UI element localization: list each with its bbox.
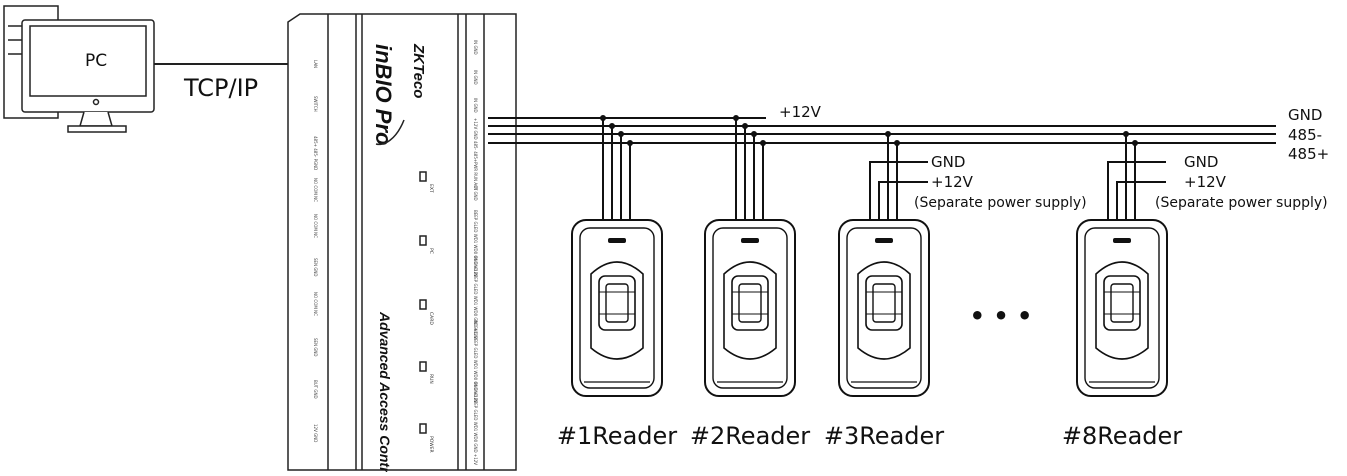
right-port-in-4: IN GND <box>473 186 478 201</box>
reader-2-junction-2 <box>751 131 757 137</box>
reader-3-junction-2 <box>885 131 891 137</box>
left-port-switch: SWITCH <box>313 96 318 112</box>
controller-subtitle: Advanced Access Control <box>377 311 393 472</box>
reader-3-bezel <box>846 227 922 389</box>
left-port-relay-3: NO COM NC <box>313 292 318 316</box>
readers-layer <box>571 115 1168 397</box>
reader-2-junction-3 <box>760 140 766 146</box>
reader-1-junction-3 <box>627 140 633 146</box>
reader-8-label: #8Reader <box>1062 422 1182 450</box>
left-port-relay-2: NO COM NC <box>313 214 318 238</box>
right-port-wiegand-1: BEEP GLED WD1 WD0 GND +12V <box>473 210 478 277</box>
led-label-card: CARD <box>428 312 434 325</box>
reader-2-sensor-glass <box>738 283 762 323</box>
bus-gnd-label: GND <box>1288 106 1322 124</box>
reader-3-label: #3Reader <box>824 422 944 450</box>
tcpip-label: TCP/IP <box>183 74 258 102</box>
product-swoosh <box>375 119 405 146</box>
led-label-run: RUN <box>428 374 434 384</box>
left-port-lan: LAN <box>313 60 318 68</box>
pc-label: PC <box>85 51 107 71</box>
right-port-bus: +12V GND 485- 485+ <box>473 118 478 162</box>
reader-1-indicator <box>608 238 626 243</box>
reader-8-junction-3 <box>1132 140 1138 146</box>
sep-power-8-gnd: GND <box>1184 153 1218 171</box>
right-port-wiegand-3: BEEP GLED WD1 WD0 GND +12V <box>473 336 478 403</box>
right-port-in-3: IN GND <box>473 98 478 113</box>
reader-8-bezel <box>1084 227 1160 389</box>
ellipsis: • • • <box>970 302 1033 330</box>
sep-power-8-note: (Separate power supply) <box>1155 195 1328 211</box>
controller-brand: ZKTeco <box>410 43 427 98</box>
sep-power-8-12v: +12V <box>1184 173 1227 191</box>
left-terminal-labels: LAN SWITCH 485+ 485- PGND NO COM NC NO C… <box>313 60 318 442</box>
reader-2-indicator <box>741 238 759 243</box>
sep-power-3-gnd: GND <box>931 153 965 171</box>
bus-lines <box>488 117 1276 144</box>
reader-3-indicator <box>875 238 893 243</box>
reader-1-bezel <box>579 227 655 389</box>
reader-2-sensor-lines <box>732 291 768 315</box>
bus-485m-label: 485- <box>1288 126 1322 144</box>
reader-8-sensor-lines <box>1104 291 1140 315</box>
reader-3-sensor-glass <box>872 283 896 323</box>
reader-8-power-wire-0 <box>1107 161 1166 220</box>
reader-8-sensor-glass <box>1110 283 1134 323</box>
left-port-relay-1: NO COM NC <box>313 178 318 202</box>
left-port-485: 485+ 485- PGND <box>313 136 318 170</box>
left-port-sensor-2: SEN GND <box>313 338 318 357</box>
reader-8-junction-2 <box>1123 131 1129 137</box>
controller-led-labels: EXT PC CARD RUN POWER <box>428 184 434 453</box>
controller-product: inBIO Pro <box>371 44 396 145</box>
led-label-power: POWER <box>428 436 434 453</box>
controller-leds <box>419 171 427 434</box>
bus-12v-label: +12V <box>779 103 822 121</box>
led-label-ext: EXT <box>428 184 434 193</box>
pc-monitor <box>21 19 155 133</box>
reader-1-junction-1 <box>609 123 615 129</box>
left-port-sensor-1: SEN GND <box>313 258 318 277</box>
reader-1-sensor-lines <box>599 291 635 315</box>
reader-2-label: #2Reader <box>690 422 810 450</box>
left-port-button: BUT GND <box>313 380 318 399</box>
right-port-in-7: IN GND <box>473 382 478 397</box>
bus-485p-label: 485+ <box>1288 145 1329 163</box>
right-port-wiegand-2: BEEP GLED WD1 WD0 GND +12V <box>473 272 478 339</box>
reader-2-bezel <box>712 227 788 389</box>
right-terminal-labels: IN GND IN GND IN GND +12V GND 485- 485+ … <box>473 40 478 465</box>
right-port-in-5: IN GND <box>473 256 478 271</box>
led-label-pc: PC <box>428 248 434 254</box>
reader-2-junction-0 <box>733 115 739 121</box>
right-port-in-6: IN GND <box>473 320 478 335</box>
right-port-wiegand-4: BEEP GLED WD1 WD0 GND +12V <box>473 398 478 465</box>
controller-body <box>287 13 517 471</box>
right-port-status: PWR RUN ACT <box>473 162 478 191</box>
right-port-in-2: IN GND <box>473 70 478 85</box>
sep-power-3-12v: +12V <box>931 173 974 191</box>
reader-1-label: #1Reader <box>557 422 677 450</box>
left-port-power: 12V GND <box>313 424 318 442</box>
reader-3-power-wire-0 <box>869 161 928 220</box>
reader-1-sensor-glass <box>605 283 629 323</box>
sep-power-3-note: (Separate power supply) <box>914 195 1087 211</box>
reader-1-junction-2 <box>618 131 624 137</box>
reader-3-sensor-lines <box>866 291 902 315</box>
reader-1-junction-0 <box>600 115 606 121</box>
reader-3-junction-3 <box>894 140 900 146</box>
reader-3-power-wire-1 <box>878 181 928 220</box>
reader-8-power-wire-1 <box>1116 181 1166 220</box>
right-port-in-1: IN GND <box>473 40 478 55</box>
reader-2-junction-1 <box>742 123 748 129</box>
reader-8-indicator <box>1113 238 1131 243</box>
